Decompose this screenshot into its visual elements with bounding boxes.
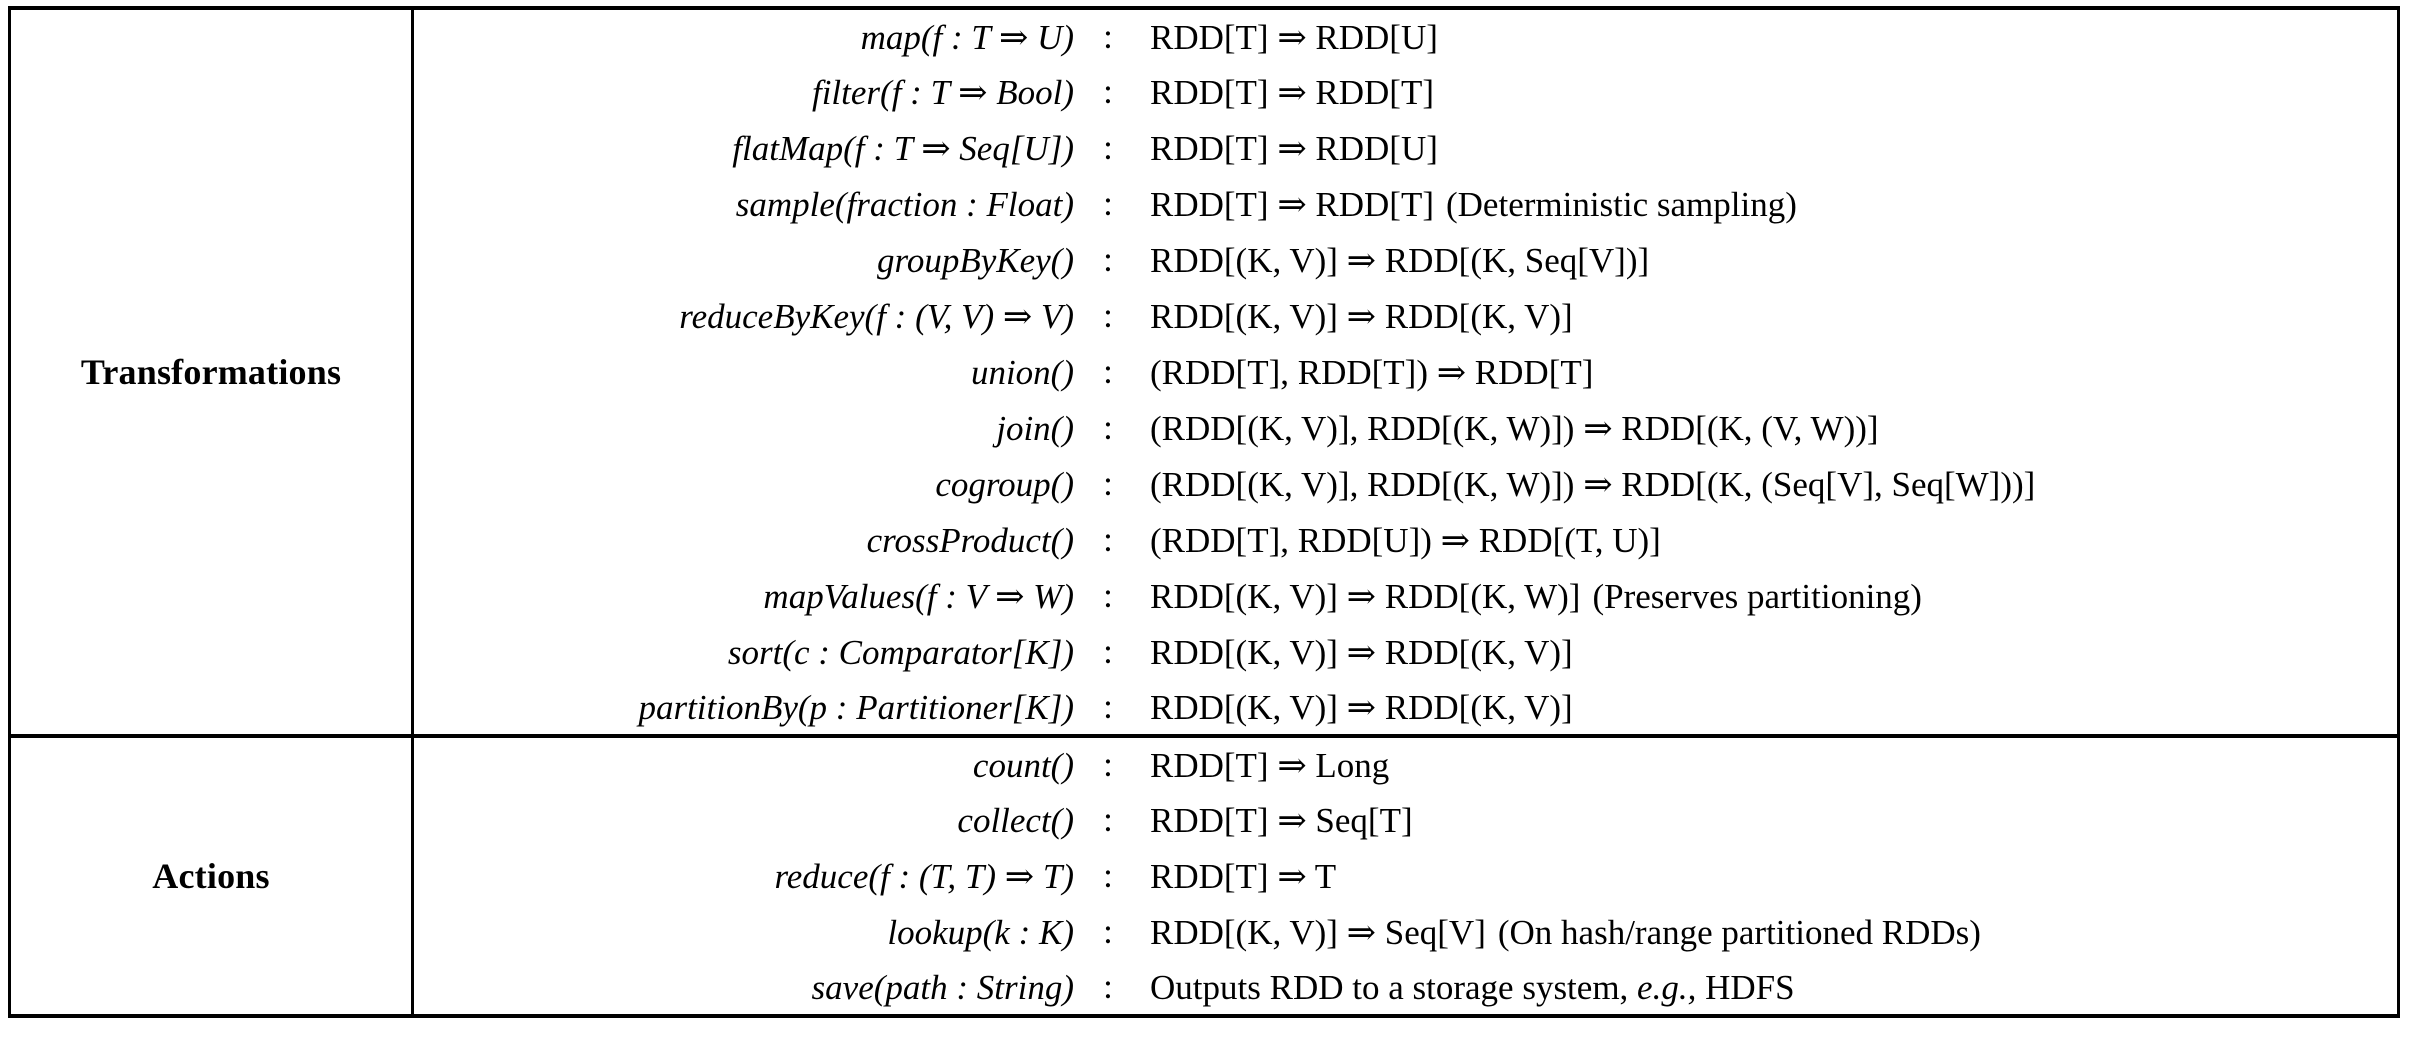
api-note: (Preserves partitioning) bbox=[1592, 576, 1922, 616]
api-signature: mapValues(f : V ⇒ W) bbox=[763, 576, 1074, 616]
colon-separator: : bbox=[1103, 128, 1113, 167]
table-section-transformations: Transformations map(f : T ⇒ U) : RDD[T] … bbox=[9, 8, 2399, 736]
api-signature: filter(f : T ⇒ Bool) bbox=[811, 72, 1074, 112]
colon-separator: : bbox=[1103, 800, 1113, 839]
table-row: crossProduct() : (RDD[T], RDD[U]) ⇒ RDD[… bbox=[10, 512, 2399, 568]
api-signature: sample(fraction : Float) bbox=[735, 184, 1074, 224]
api-type-signature: RDD[(K, V)] ⇒ RDD[(K, V)] bbox=[1150, 687, 1573, 727]
api-signature: reduce(f : (T, T) ⇒ T) bbox=[774, 856, 1074, 896]
api-type-signature: (RDD[(K, V)], RDD[(K, W)]) ⇒ RDD[(K, (Se… bbox=[1150, 464, 2036, 504]
colon-separator: : bbox=[1103, 912, 1113, 951]
api-type-signature: RDD[(K, V)] ⇒ RDD[(K, V)] bbox=[1150, 632, 1573, 672]
table-row: groupByKey() : RDD[(K, V)] ⇒ RDD[(K, Seq… bbox=[10, 232, 2399, 288]
api-note: (Deterministic sampling) bbox=[1446, 184, 1797, 224]
table-row: join() : (RDD[(K, V)], RDD[(K, W)]) ⇒ RD… bbox=[10, 400, 2399, 456]
api-description-emphasis: e.g., bbox=[1637, 967, 1697, 1007]
table-row: reduce(f : (T, T) ⇒ T) : RDD[T] ⇒ T bbox=[10, 848, 2399, 904]
api-signature: crossProduct() bbox=[866, 520, 1074, 560]
table-row: partitionBy(p : Partitioner[K]) : RDD[(K… bbox=[10, 680, 2399, 736]
section-label-transformations: Transformations bbox=[9, 8, 414, 736]
api-signature: join() bbox=[996, 408, 1074, 448]
api-type-signature-cell: RDD[(K, V)] ⇒ Seq[V] (On hash/range parti… bbox=[1140, 904, 2399, 960]
colon-separator: : bbox=[1103, 856, 1113, 895]
table-row: cogroup() : (RDD[(K, V)], RDD[(K, W)]) ⇒… bbox=[10, 456, 2399, 512]
colon-separator: : bbox=[1103, 72, 1113, 111]
colon-separator: : bbox=[1103, 240, 1113, 279]
table-row: collect() : RDD[T] ⇒ Seq[T] bbox=[10, 792, 2399, 848]
api-type-signature: RDD[T] ⇒ RDD[T] bbox=[1150, 72, 1434, 112]
colon-separator: : bbox=[1103, 184, 1113, 223]
rdd-api-table-figure: Transformations map(f : T ⇒ U) : RDD[T] … bbox=[0, 6, 2410, 1063]
table-section-actions: Actions count() : RDD[T] ⇒ Long collect(… bbox=[9, 736, 2399, 1016]
api-type-signature: RDD[T] ⇒ Long bbox=[1150, 745, 1390, 785]
api-type-signature: RDD[T] ⇒ Seq[T] bbox=[1150, 800, 1413, 840]
table-row: flatMap(f : T ⇒ Seq[U]) : RDD[T] ⇒ RDD[U… bbox=[10, 120, 2399, 176]
table-row: lookup(k : K) : RDD[(K, V)] ⇒ Seq[V] (On … bbox=[10, 904, 2399, 960]
colon-separator: : bbox=[1103, 296, 1113, 335]
api-type-signature: (RDD[T], RDD[U]) ⇒ RDD[(T, U)] bbox=[1150, 520, 1661, 560]
colon-separator: : bbox=[1103, 520, 1113, 559]
colon-separator: : bbox=[1103, 745, 1113, 784]
table-row: sample(fraction : Float) : RDD[T] ⇒ RDD[… bbox=[10, 176, 2399, 232]
api-type-signature-cell: RDD[(K, V)] ⇒ RDD[(K, W)] (Preserves part… bbox=[1140, 568, 2399, 624]
api-type-signature: RDD[(K, V)] ⇒ RDD[(K, Seq[V])] bbox=[1150, 240, 1650, 280]
api-signature: count() bbox=[972, 745, 1074, 785]
rdd-api-table: Transformations map(f : T ⇒ U) : RDD[T] … bbox=[8, 6, 2400, 1018]
api-signature: sort(c : Comparator[K]) bbox=[727, 632, 1074, 672]
api-signature: collect() bbox=[957, 800, 1074, 840]
api-type-signature: RDD[T] ⇒ RDD[U] bbox=[1150, 17, 1438, 57]
table-row: Transformations map(f : T ⇒ U) : RDD[T] … bbox=[9, 8, 2399, 736]
table-row: sort(c : Comparator[K]) : RDD[(K, V)] ⇒ … bbox=[10, 624, 2399, 680]
api-signature: cogroup() bbox=[935, 464, 1074, 504]
table-row: reduceByKey(f : (V, V) ⇒ V) : RDD[(K, V)… bbox=[10, 288, 2399, 344]
table-row: mapValues(f : V ⇒ W) : RDD[(K, V)] ⇒ RDD… bbox=[10, 568, 2399, 624]
api-signature: partitionBy(p : Partitioner[K]) bbox=[638, 687, 1074, 727]
colon-separator: : bbox=[1103, 632, 1113, 671]
table-row: save(path : String) : Outputs RDD to a s… bbox=[10, 960, 2399, 1016]
api-signature: lookup(k : K) bbox=[887, 912, 1074, 952]
api-type-signature: (RDD[T], RDD[T]) ⇒ RDD[T] bbox=[1150, 352, 1594, 392]
colon-separator: : bbox=[1103, 352, 1113, 391]
colon-separator: : bbox=[1103, 408, 1113, 447]
api-signature: flatMap(f : T ⇒ Seq[U]) bbox=[732, 128, 1074, 168]
colon-separator: : bbox=[1103, 464, 1113, 503]
api-type-signature: RDD[T] ⇒ RDD[T] bbox=[1150, 184, 1434, 224]
api-note: (On hash/range partitioned RDDs) bbox=[1497, 912, 1981, 952]
api-type-signature-cell: RDD[T] ⇒ RDD[T] (Deterministic sampling) bbox=[1140, 176, 2399, 232]
colon-separator: : bbox=[1103, 576, 1113, 615]
api-description-cell: Outputs RDD to a storage system, e.g., H… bbox=[1140, 960, 2399, 1016]
api-description-tail: HDFS bbox=[1696, 967, 1795, 1007]
api-type-signature: RDD[(K, V)] ⇒ RDD[(K, V)] bbox=[1150, 296, 1573, 336]
api-type-signature: RDD[T] ⇒ T bbox=[1150, 856, 1337, 896]
colon-separator: : bbox=[1103, 967, 1113, 1006]
api-signature: groupByKey() bbox=[877, 240, 1074, 280]
table-row: filter(f : T ⇒ Bool) : RDD[T] ⇒ RDD[T] bbox=[10, 64, 2399, 120]
table-row: Actions count() : RDD[T] ⇒ Long bbox=[9, 736, 2399, 1016]
api-type-signature: RDD[(K, V)] ⇒ RDD[(K, W)] bbox=[1150, 576, 1581, 616]
table-row: union() : (RDD[T], RDD[T]) ⇒ RDD[T] bbox=[10, 344, 2399, 400]
api-signature: union() bbox=[970, 352, 1074, 392]
api-signature: reduceByKey(f : (V, V) ⇒ V) bbox=[679, 296, 1074, 336]
api-type-signature: RDD[(K, V)] ⇒ Seq[V] bbox=[1150, 912, 1486, 952]
colon-separator: : bbox=[1103, 687, 1113, 726]
api-type-signature: RDD[T] ⇒ RDD[U] bbox=[1150, 128, 1438, 168]
api-signature: save(path : String) bbox=[811, 967, 1074, 1007]
section-label-actions: Actions bbox=[9, 736, 414, 1016]
api-description: Outputs RDD to a storage system, bbox=[1150, 967, 1638, 1007]
api-signature: map(f : T ⇒ U) bbox=[860, 17, 1074, 57]
api-type-signature: (RDD[(K, V)], RDD[(K, W)]) ⇒ RDD[(K, (V,… bbox=[1150, 408, 1879, 448]
colon-separator: : bbox=[1103, 17, 1113, 56]
